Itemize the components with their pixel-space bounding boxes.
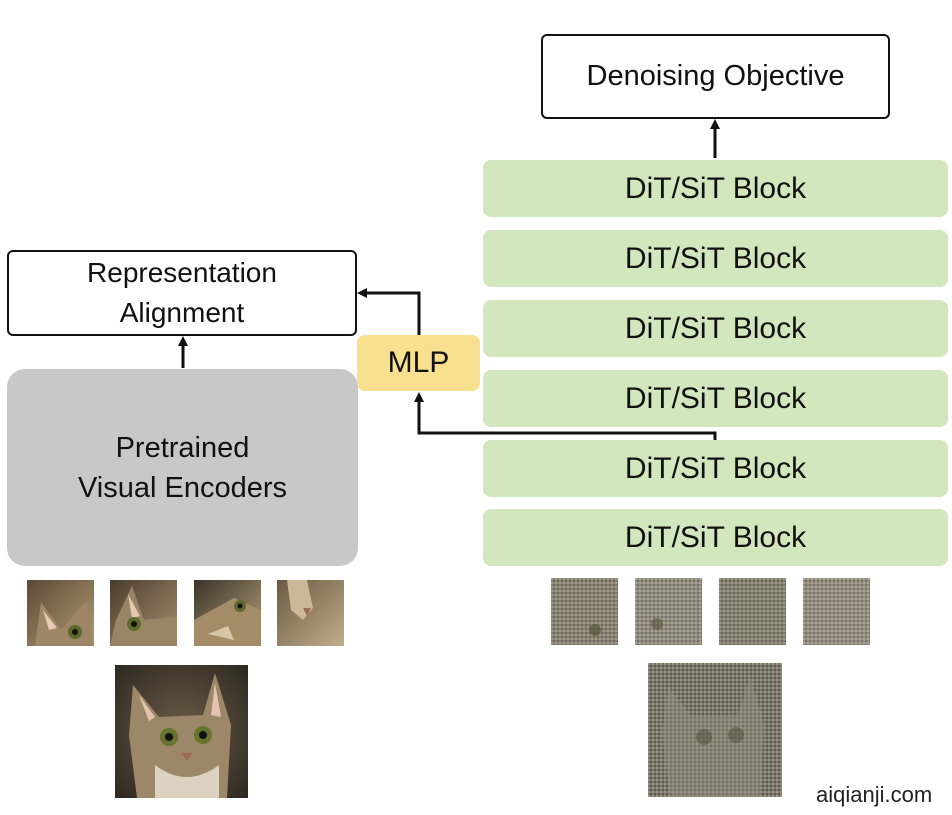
- noisy-cat-crop-image-1: [551, 578, 618, 645]
- dit-sit-block-label: DiT/SiT Block: [624, 311, 807, 345]
- mlp-label: MLP: [387, 346, 450, 379]
- arrow-mlp-to-alignment: [357, 288, 421, 335]
- representation-alignment-box: Representation Alignment: [7, 250, 357, 336]
- dit-sit-block-label: DiT/SiT Block: [624, 241, 807, 275]
- representation-alignment-line2: Alignment: [119, 297, 245, 328]
- pretrained-visual-encoders-line2: Visual Encoders: [77, 471, 288, 504]
- dit-sit-block-label: DiT/SiT Block: [624, 451, 807, 485]
- cat-crop-image-2: [110, 580, 177, 646]
- noisy-cat-crop-image-4: [803, 578, 870, 645]
- representation-alignment-line1: Representation: [87, 257, 277, 288]
- pretrained-visual-encoders-line1: Pretrained: [115, 431, 250, 464]
- watermark-text: aiqianji.com: [816, 782, 933, 807]
- noisy-cat-crop-image-3: [719, 578, 786, 645]
- cat-image-noisy: [648, 663, 782, 797]
- cat-crop-image-4: [277, 580, 344, 646]
- denoising-objective-label: Denoising Objective: [586, 60, 845, 92]
- dit-sit-block-label: DiT/SiT Block: [624, 381, 807, 415]
- dit-sit-block-2: DiT/SiT Block: [483, 440, 948, 497]
- arrow-block-to-mlp: [414, 392, 717, 440]
- dit-sit-block-5: DiT/SiT Block: [483, 230, 948, 287]
- mlp-box: MLP: [357, 335, 480, 391]
- dit-sit-block-6: DiT/SiT Block: [483, 160, 948, 217]
- dit-sit-block-label: DiT/SiT Block: [624, 171, 807, 205]
- cat-crop-image-1: [27, 580, 94, 646]
- cat-image-clean: [115, 665, 248, 798]
- dit-sit-block-label: DiT/SiT Block: [624, 520, 807, 554]
- dit-sit-block-3: DiT/SiT Block: [483, 370, 948, 427]
- noisy-cat-crop-image-2: [635, 578, 702, 645]
- cat-crop-image-3: [194, 580, 261, 646]
- dit-sit-block-4: DiT/SiT Block: [483, 300, 948, 357]
- pretrained-visual-encoders-box: Pretrained Visual Encoders: [7, 369, 358, 566]
- dit-sit-block-1: DiT/SiT Block: [483, 509, 948, 566]
- denoising-objective-box: Denoising Objective: [541, 34, 890, 119]
